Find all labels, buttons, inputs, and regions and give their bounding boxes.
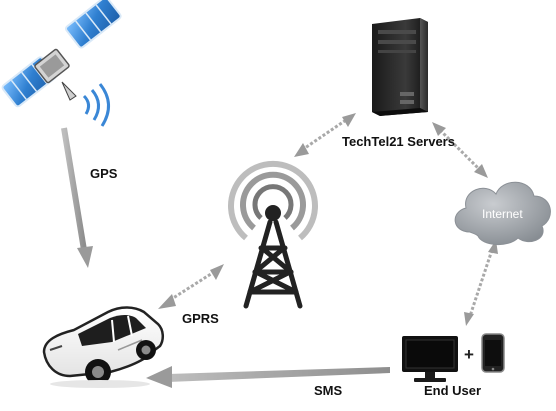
- plus-sign: +: [464, 345, 474, 364]
- tower-server-arrow: [294, 113, 356, 157]
- sms-arrow: [146, 366, 390, 388]
- server-tower-icon: [372, 18, 428, 116]
- monitor-icon: [402, 336, 458, 382]
- server-internet-arrow: [432, 122, 488, 178]
- car-icon: [42, 306, 164, 388]
- internet-enduser-arrow: [464, 240, 498, 326]
- smartphone-icon: [481, 333, 505, 373]
- gps-arrow: [61, 127, 93, 268]
- servers-label: TechTel21 Servers: [342, 134, 455, 149]
- radio-tower-icon: [228, 160, 318, 309]
- end-user-label: End User: [424, 383, 481, 398]
- internet-label: Internet: [482, 207, 523, 221]
- sms-label: SMS: [314, 383, 343, 398]
- satellite-icon: [1, 0, 122, 127]
- gps-label: GPS: [90, 166, 118, 181]
- internet-cloud-icon: [454, 181, 551, 245]
- gprs-arrow: [158, 264, 224, 309]
- gprs-label: GPRS: [182, 311, 219, 326]
